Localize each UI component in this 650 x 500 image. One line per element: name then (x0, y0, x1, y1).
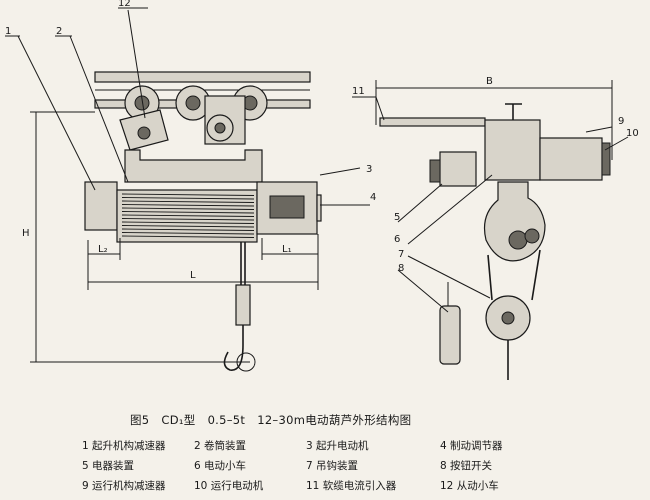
callout-9: 9 (618, 116, 624, 127)
drum-groove-line (121, 232, 255, 235)
drum-groove-line (121, 221, 255, 224)
drum-groove-line (121, 193, 255, 196)
left-callout-leaders (5, 7, 370, 206)
legend-item: 11 软缆电流引入器 (306, 480, 397, 492)
legend-item: 9 运行机构减速器 (82, 480, 166, 492)
hook-assembly (223, 242, 256, 372)
drum-groove-line (121, 228, 255, 231)
callout-1: 1 (5, 26, 11, 37)
callout-6: 6 (394, 234, 400, 245)
side-view-hoist-body (439, 181, 546, 380)
legend-item: 6 电动小车 (194, 460, 247, 472)
callout-5: 5 (394, 212, 400, 223)
caption-title: 12–30m电动葫芦外形结构图 (257, 413, 412, 427)
right-callout-leaders (352, 96, 629, 313)
callout-11: 11 (352, 86, 365, 97)
callout-7: 7 (398, 249, 404, 260)
legend-item: 12 从动小车 (440, 480, 499, 492)
legend-item: 4 制动调节器 (440, 440, 503, 452)
callout-8: 8 (398, 263, 404, 274)
legend-item: 3 起升电动机 (306, 440, 369, 452)
callout-10: 10 (626, 128, 639, 139)
caption-load: 0.5–5t (207, 413, 246, 427)
drum-groove-line (121, 200, 255, 203)
drum-groove-line (121, 211, 255, 214)
figure-caption: 图5 CD₁型 0.5–5t 12–30m电动葫芦外形结构图 (130, 412, 570, 428)
caption-model: CD₁型 (161, 413, 196, 427)
drum-groove-line (121, 225, 255, 228)
drum-groove-line (121, 218, 255, 221)
legend-item: 7 吊钩装置 (306, 460, 359, 472)
legend-item: 1 起升机构减速器 (82, 440, 166, 452)
legend-item: 5 电器装置 (82, 460, 135, 472)
caption-figure-number: 图5 (130, 413, 150, 427)
dimension-l2: L₂ (98, 244, 108, 255)
callout-3: 3 (366, 164, 372, 175)
drum-groove-line (121, 197, 255, 200)
callout-4: 4 (370, 192, 376, 203)
side-view-trolley (375, 80, 613, 187)
callout-12: 12 (118, 0, 131, 9)
legend-item: 8 按钮开关 (440, 460, 493, 472)
hoist-frame (124, 149, 263, 183)
left-dimension-lines (30, 111, 319, 363)
parts-legend: 1 起升机构减速器 2 卷筒装置 3 起升电动机 4 制动调节器 5 电器装置 … (82, 438, 602, 493)
drum-groove-line (121, 204, 255, 207)
dimension-l1: L₁ (282, 244, 292, 255)
dimension-l: L (190, 270, 196, 281)
dimension-b: B (486, 76, 493, 87)
drum-groove-line (121, 214, 255, 217)
legend-item: 2 卷筒装置 (194, 440, 247, 452)
dimension-h: H (22, 228, 30, 239)
drum-assembly (84, 181, 322, 243)
trolley-wheels (119, 85, 268, 151)
drum-groove-line (121, 235, 255, 238)
legend-item: 10 运行电动机 (194, 480, 264, 492)
callout-2: 2 (56, 26, 62, 37)
drum-groove-line (121, 207, 255, 210)
